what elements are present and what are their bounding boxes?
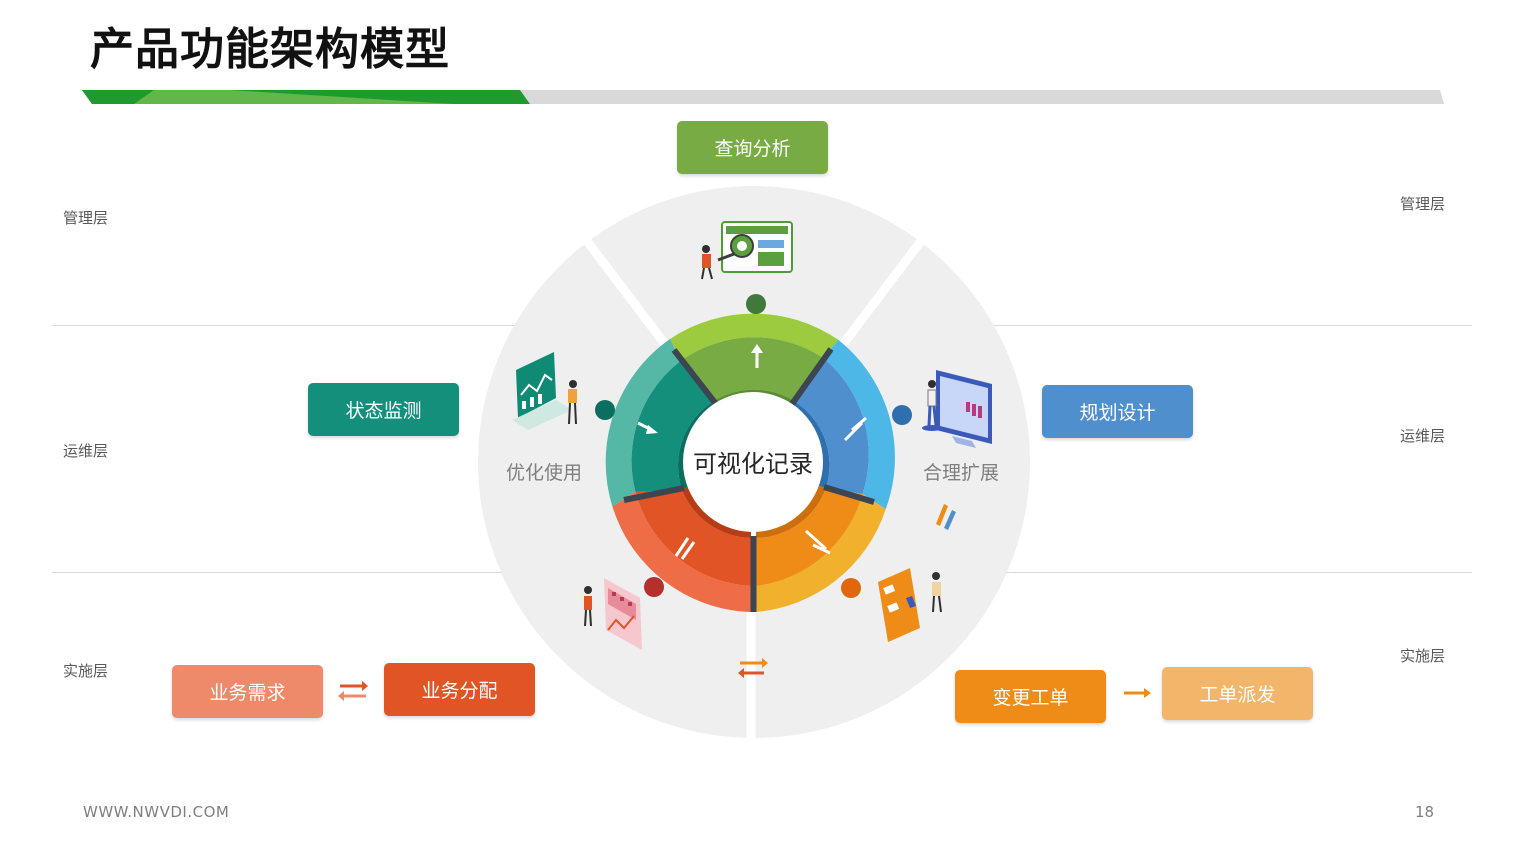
reasonable-expansion-label: 合理扩展 [923,462,1000,484]
monitoring-illustration-icon [512,352,577,430]
segment-orange [756,488,863,586]
demand-allocation-arrows-icon [338,681,368,701]
ticket-illustration-icon [878,568,942,642]
business-demand-box: 业务需求 [172,665,323,718]
page-number: 18 [1415,803,1435,821]
right-layer-management: 管理层 [1400,195,1446,213]
query-analysis-box: 查询分析 [677,121,828,174]
segment-arrow-icons [637,344,867,560]
right-layer-implementation: 实施层 [1400,647,1446,665]
center-disc [683,392,823,532]
segment-blue [794,358,869,494]
exchange-small-icon [936,504,956,530]
segment-teal [631,361,714,492]
business-allocation-box: 业务分配 [384,663,535,716]
status-monitoring-box: 状态监测 [308,383,459,436]
planning-design-box: 规划设计 [1042,385,1193,438]
segment-red [635,490,751,586]
footer-url: WWW.NWVDI.COM [83,803,230,821]
segment-green [680,337,824,401]
dot-blue [892,405,912,425]
left-layer-operations: 运维层 [63,442,109,460]
page-title: 产品功能架构模型 [90,24,450,75]
center-label: 可视化记录 [693,450,813,478]
exchange-arrows-icon [738,658,768,678]
dot-green [746,294,766,314]
ticket-flow-arrow-icon [1124,688,1151,698]
planning-illustration-icon [922,370,992,448]
left-layer-management: 管理层 [63,209,109,227]
left-layer-implementation: 实施层 [63,662,109,680]
right-layer-operations: 运维层 [1400,427,1446,445]
dot-red [644,577,664,597]
change-ticket-box: 变更工单 [955,670,1106,723]
ticket-dispatch-box: 工单派发 [1162,667,1313,720]
analytics-illustration-icon [701,221,793,280]
title-underline [82,90,1444,104]
schedule-illustration-icon [584,578,642,650]
optimize-usage-label: 优化使用 [506,462,583,484]
dot-teal [595,400,615,420]
dot-orange [841,578,861,598]
